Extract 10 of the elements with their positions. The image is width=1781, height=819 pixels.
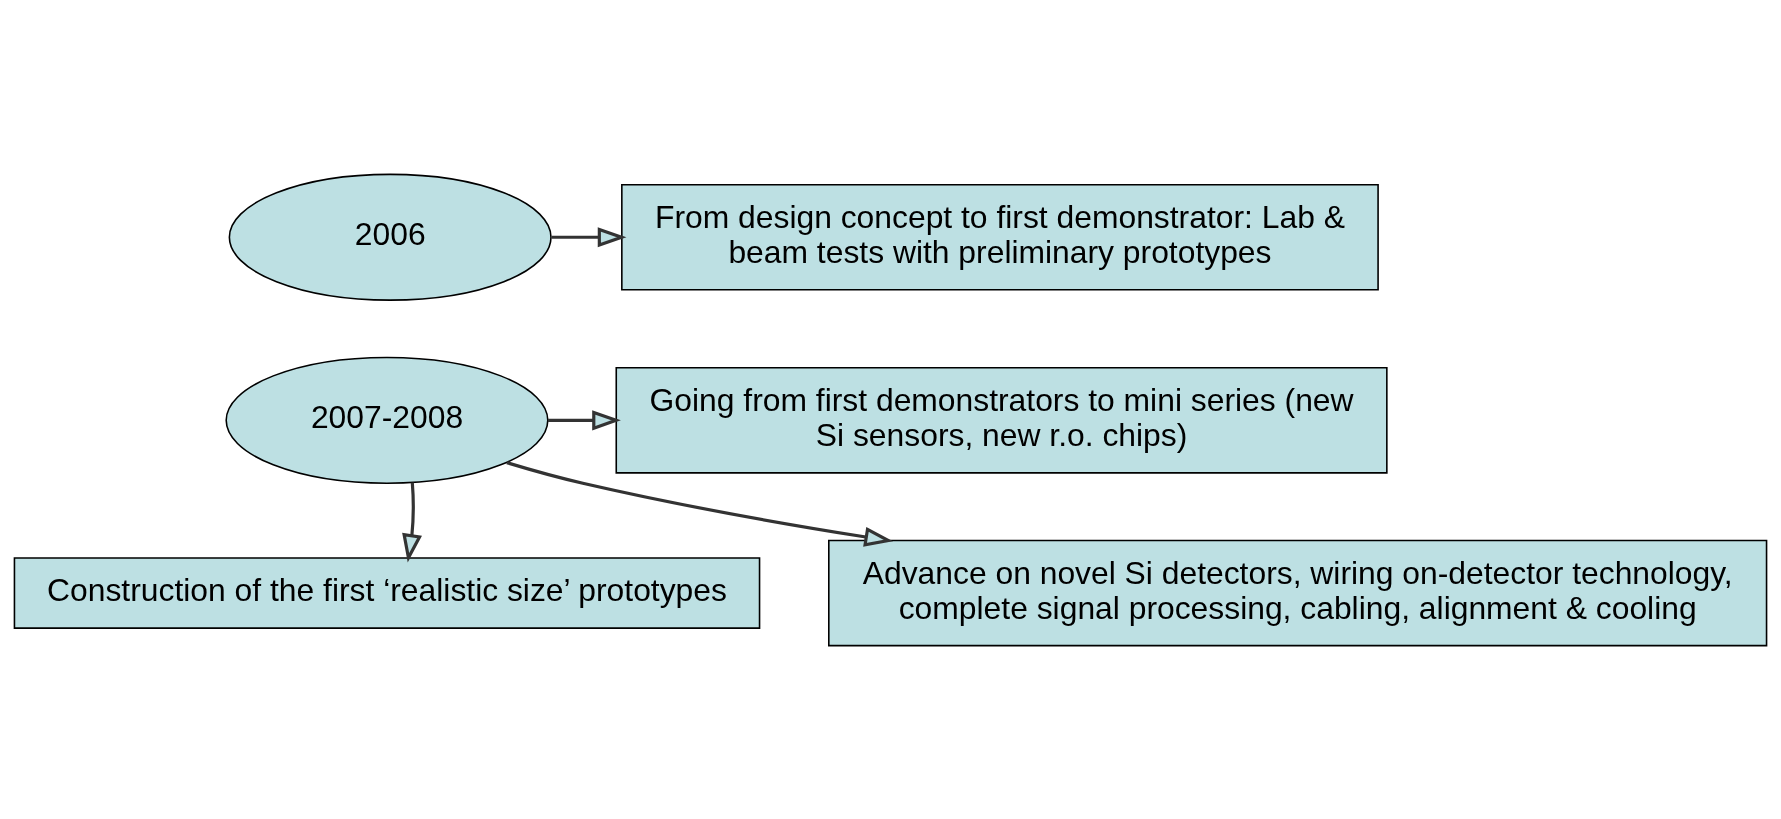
node-ellipse: 2006	[228, 173, 552, 301]
node-box: Going from first demonstrators to mini series (new Si sensors, new r.o. chips)	[615, 366, 1388, 474]
arrow	[551, 226, 627, 247]
node-box: Advance on novel Si detectors, wiring on-detector technology, complete signal processing, cabling, alignment & cooling	[828, 539, 1768, 646]
arrow	[402, 482, 422, 563]
arrow	[506, 460, 894, 547]
node-box: Construction of the first ‘realistic size’ prototypes	[13, 556, 761, 629]
arrow	[547, 409, 621, 430]
node-box: From design concept to first demonstrator: Lab & beam tests with preliminary prototypes	[621, 183, 1379, 291]
node-ellipse: 2007-2008	[225, 356, 549, 484]
